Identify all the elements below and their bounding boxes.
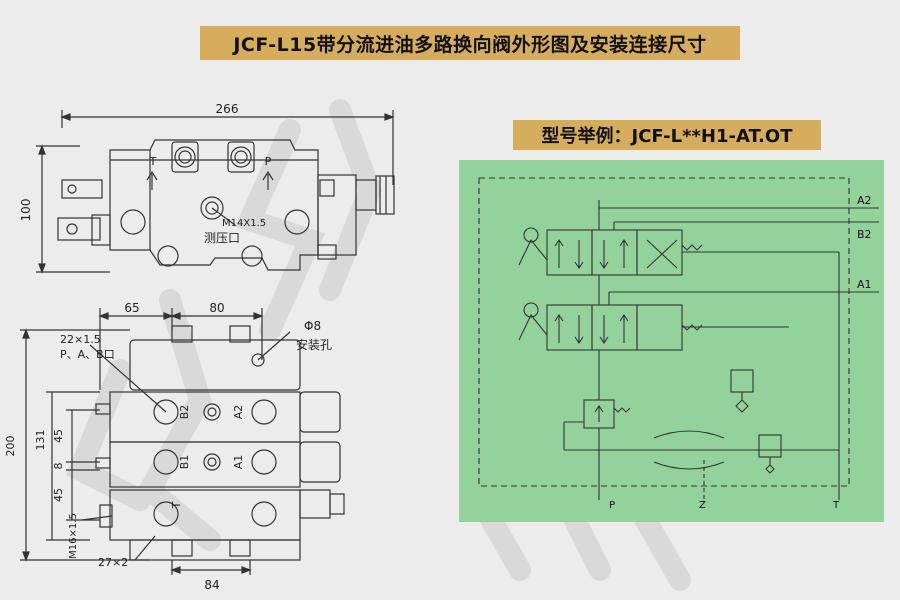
schematic-port-a1: A1 — [857, 278, 872, 291]
mount-hole-label: 安装孔 — [296, 337, 332, 352]
gauge-thread: M14X1.5 — [222, 218, 266, 229]
dim-45-b: 45 — [52, 488, 65, 502]
schematic-port-z: Z — [699, 500, 706, 511]
dim-100: 100 — [19, 199, 33, 222]
title-banner: JCF-L15带分流进油多路换向阀外形图及安装连接尺寸 — [200, 26, 740, 60]
port-t-top: T — [149, 155, 157, 168]
gauge-label: 测压口 — [204, 231, 240, 245]
side-thread: M16×1.5 — [68, 513, 79, 559]
dim-266: 266 — [216, 102, 239, 116]
label-b1: B1 — [178, 455, 191, 470]
model-example-text: 型号举例：JCF-L**H1-AT.OT — [541, 126, 793, 147]
port-list: P、A、B口 — [60, 348, 115, 361]
label-t: T — [170, 501, 183, 509]
dim-8: 8 — [52, 463, 65, 470]
label-a1: A1 — [232, 455, 245, 470]
label-a2: A2 — [232, 405, 245, 420]
dim-phi8: Φ8 — [304, 319, 321, 333]
dim-45-a: 45 — [52, 429, 65, 443]
dim-200: 200 — [4, 436, 17, 457]
page-title: JCF-L15带分流进油多路换向阀外形图及安装连接尺寸 — [233, 33, 707, 56]
port-thread: 22×1.5 — [60, 333, 101, 346]
port-p-top: P — [265, 155, 272, 168]
dim-80: 80 — [209, 301, 224, 315]
schematic-port-b2: B2 — [857, 228, 872, 241]
label-b2: B2 — [178, 405, 191, 420]
dim-65: 65 — [124, 301, 139, 315]
schematic-port-t: T — [832, 500, 840, 511]
schematic-port-p: P — [609, 500, 615, 511]
dim-27x2: 27×2 — [98, 556, 128, 569]
hydraulic-schematic: A2 B2 A1 P Z T — [459, 160, 884, 522]
model-example-banner: 型号举例：JCF-L**H1-AT.OT — [513, 120, 821, 150]
dim-84: 84 — [204, 578, 219, 592]
dim-131: 131 — [34, 430, 47, 451]
valve-front-view: 65 80 Φ8 安装孔 22×1.5 P、A、B口 200 131 45 8 … — [4, 301, 345, 592]
schematic-drawing: A2 B2 A1 P Z T — [478, 177, 879, 511]
valve-top-view: 266 100 T P M14X1.5 测压口 — [19, 102, 395, 274]
schematic-port-a2: A2 — [857, 194, 872, 207]
